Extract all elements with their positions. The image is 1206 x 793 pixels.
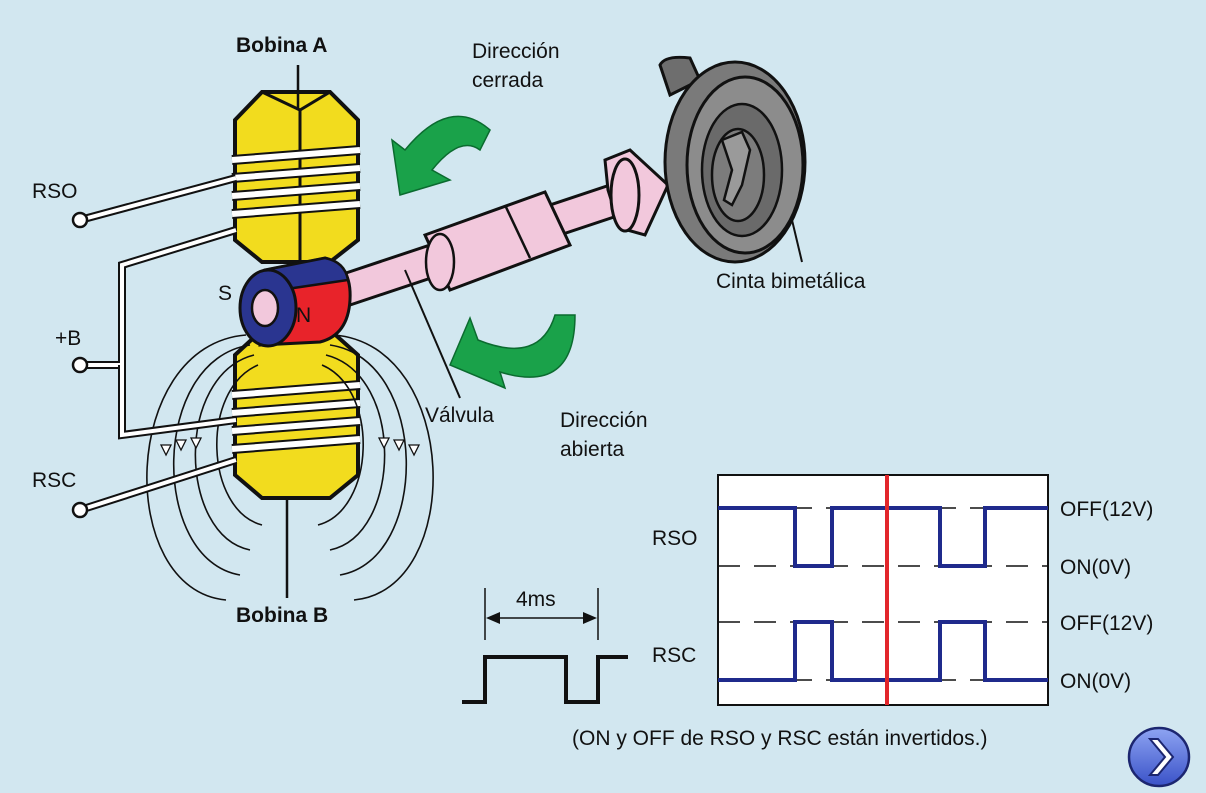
rsc-terminal [71, 501, 89, 519]
rsc-label: RSC [32, 469, 76, 492]
on-label-top: ON(0V) [1060, 556, 1131, 579]
open-direction-arrow [449, 314, 576, 390]
off-label-top: OFF(12V) [1060, 498, 1153, 521]
next-button[interactable] [1127, 726, 1191, 788]
coil-b [231, 328, 361, 598]
chevron-right-icon [1127, 726, 1191, 788]
timing-chart [717, 474, 1049, 706]
closed-direction-arrow [390, 115, 491, 196]
on-label-bottom: ON(0V) [1060, 670, 1131, 693]
plus-b-terminal [71, 356, 89, 374]
coil-a-label: Bobina A [236, 34, 327, 57]
inversion-note: (ON y OFF de RSO y RSC están invertidos.… [572, 727, 987, 750]
open-direction-label-1: Dirección [560, 409, 648, 432]
rso-terminal [71, 211, 89, 229]
bimetal-leader [791, 219, 803, 263]
timing-rsc-label: RSC [652, 644, 696, 667]
bimetal-coil [658, 55, 807, 264]
valve-shaft [338, 148, 670, 307]
field-arrowheads [159, 437, 421, 457]
closed-direction-label-2: cerrada [472, 69, 544, 92]
open-direction-label-2: abierta [560, 438, 625, 461]
pole-s-label: S [218, 282, 232, 305]
magnetic-field-lines [146, 334, 434, 601]
valve-leader [404, 269, 461, 399]
plus-b-label: +B [55, 327, 81, 350]
valve-label: Válvula [425, 404, 494, 427]
pole-n-label: N [296, 304, 311, 327]
rso-label: RSO [32, 180, 78, 203]
bimetal-label: Cinta bimetálica [716, 270, 866, 293]
coil-a [231, 65, 361, 264]
coil-b-label: Bobina B [236, 604, 328, 627]
off-label-bottom: OFF(12V) [1060, 612, 1153, 635]
closed-direction-label-1: Dirección [472, 40, 560, 63]
period-label: 4ms [516, 588, 556, 611]
pulse-period-indicator: 4ms [462, 588, 628, 704]
timing-rso-label: RSO [652, 527, 698, 550]
wiring [78, 174, 238, 514]
rotor-magnet [238, 256, 352, 348]
